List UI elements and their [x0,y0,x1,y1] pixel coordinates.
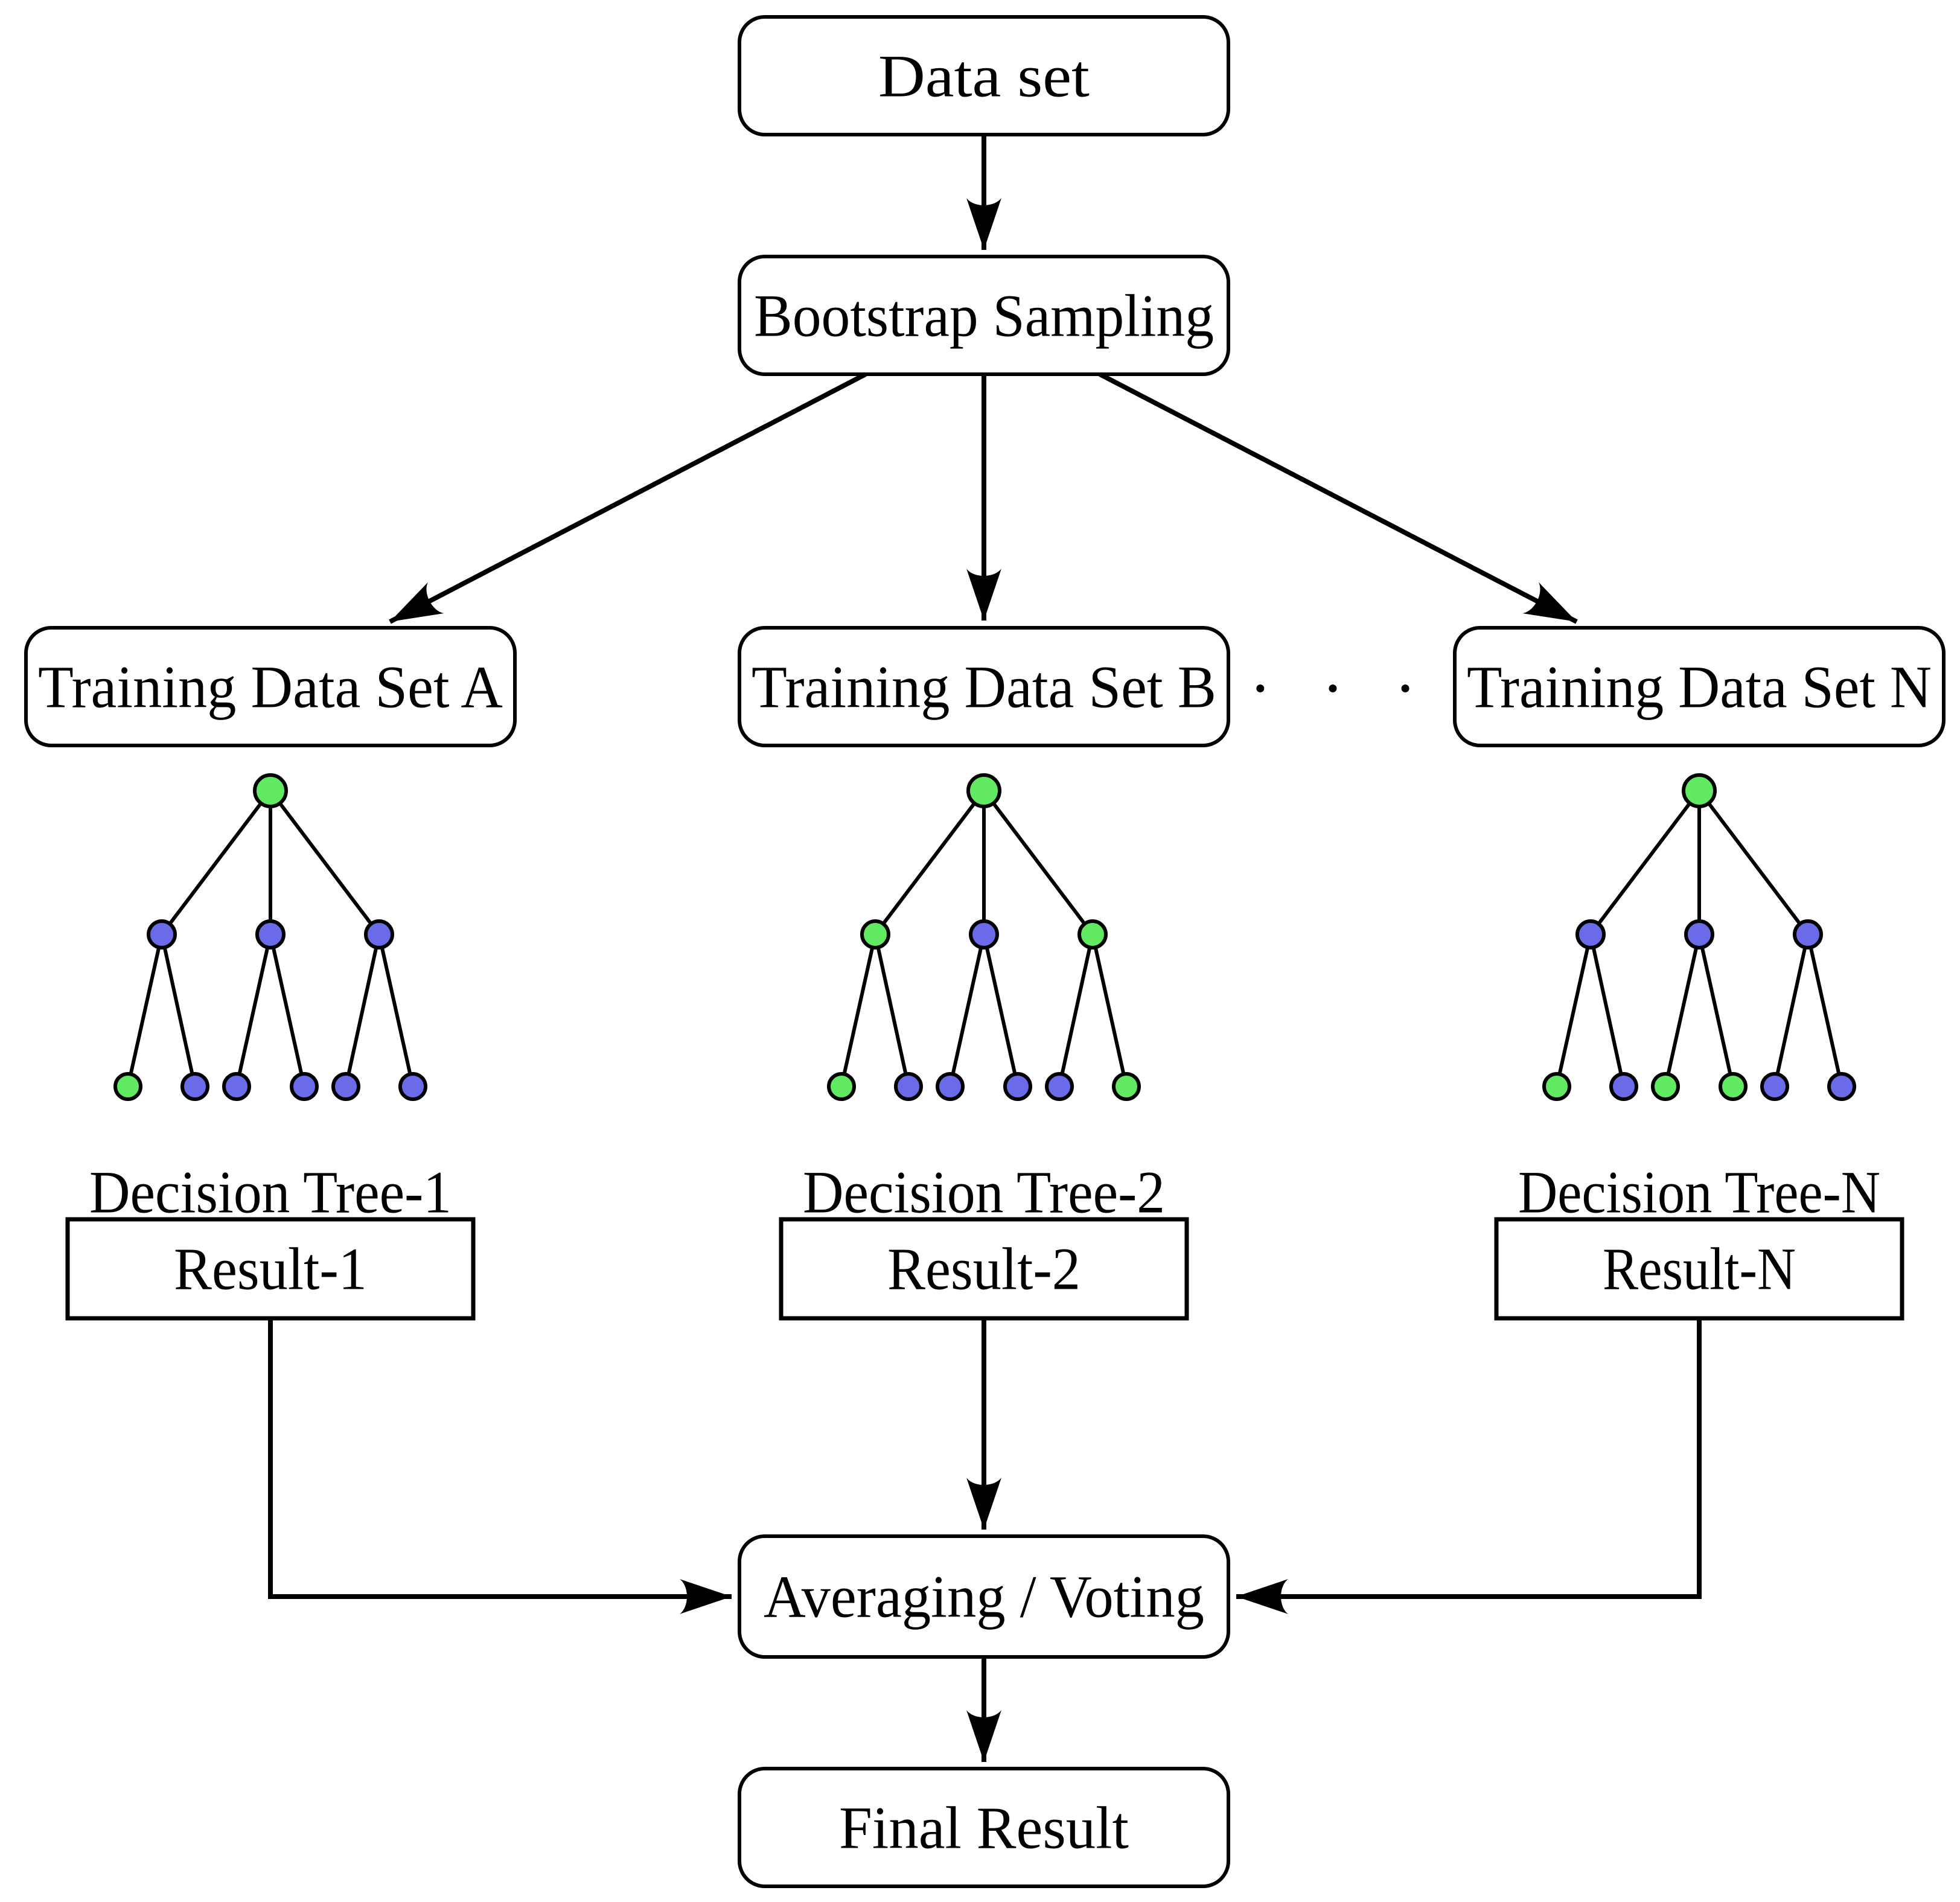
tree-leaf-node [827,1072,856,1101]
tree-edge [344,934,381,1087]
arrow-bootstrap-to-training-a [389,372,867,624]
tree-leaf-node [1112,1072,1141,1101]
result-2-label: Result-2 [887,1236,1081,1303]
result-n-box [1494,1217,1904,1321]
tree-leaf-node [113,1072,142,1101]
result-1-label: Result-1 [174,1236,367,1303]
bootstrap-sampling-label: Bootstrap Sampling [754,282,1214,349]
tree-edge [873,790,986,936]
tree-edge [126,934,164,1087]
tree-edge [1806,934,1843,1087]
result-1-box [65,1217,476,1321]
averaging-voting-label: Averaging / Voting [764,1563,1204,1630]
tree-edge [377,934,415,1087]
tree-leaf-node [1651,1072,1680,1101]
tree-edge [160,934,197,1087]
ellipsis-label: · · · [1250,651,1434,725]
tree-mid-node [1077,919,1108,949]
tree-mid-node [147,919,177,949]
arrow-result1-to-averaging [268,1318,732,1614]
tree-leaf-node [398,1072,427,1101]
training-set-n-label: Training Data Set N [1467,654,1932,721]
tree-edge [982,934,1020,1087]
tree-edge [160,790,272,936]
arrow-resultn-to-averaging [1236,1318,1702,1614]
tree-leaf-node [1045,1072,1074,1101]
arrow-bootstrap-to-training-n [1099,372,1578,624]
tree-leaf-node [936,1072,965,1101]
tree-mid-node [364,919,394,949]
column-b: Training Data Set B Decision Tree-2 Resu… [738,626,1230,1321]
decision-tree-2-label: Decision Tree-2 [803,1159,1165,1226]
tree-leaf-node [1609,1072,1638,1101]
tree-mid-node [969,919,999,949]
tree-leaf-node [1003,1072,1032,1101]
tree-edge [269,790,381,936]
tree-leaf-node [222,1072,251,1101]
tree-mid-node [860,919,890,949]
tree-edge [1664,934,1701,1087]
final-result-box [738,1767,1230,1888]
decision-tree-n [1542,773,1856,1101]
dataset-label: Data set [878,43,1090,110]
decision-tree-2 [827,773,1141,1101]
tree-edge [1697,934,1735,1087]
tree-leaf-node [894,1072,923,1101]
training-set-n-box [1453,626,1946,747]
tree-root-node [1682,773,1717,808]
tree-leaf-node [331,1072,360,1101]
tree-edge [873,934,910,1087]
training-set-b-box [738,626,1230,747]
decision-tree-1-label: Decision Tree-1 [89,1159,452,1226]
tree-mid-node [1575,919,1606,949]
tree-leaf-node [180,1072,209,1101]
decision-tree-1 [113,773,427,1101]
tree-edge [269,934,306,1087]
tree-edge [1555,934,1592,1087]
training-set-a-box [24,626,517,747]
tree-edge [1091,934,1128,1087]
tree-mid-node [1684,919,1714,949]
tree-edge [840,934,877,1087]
result-n-label: Result-N [1603,1236,1796,1303]
final-result-label: Final Result [839,1795,1129,1862]
tree-edge [1589,934,1626,1087]
tree-edge [1058,934,1094,1087]
tree-edge [948,934,986,1087]
tree-leaf-node [1719,1072,1748,1101]
tree-mid-node [1793,919,1823,949]
tree-mid-node [255,919,286,949]
tree-edge [235,934,272,1087]
tree-edge [982,790,1094,936]
training-set-b-label: Training Data Set B [752,654,1216,721]
decision-tree-n-label: Decision Tree-N [1518,1159,1880,1226]
tree-root-node [253,773,288,808]
tree-leaf-node [1760,1072,1789,1101]
tree-leaf-node [1542,1072,1571,1101]
tree-leaf-node [1827,1072,1856,1101]
result-2-box [779,1217,1189,1321]
tree-root-node [966,773,1001,808]
tree-edge [1773,934,1810,1087]
tree-edge [1697,790,1810,936]
column-a: Training Data Set A Decision Tree-1 Resu… [24,626,517,1321]
training-set-a-label: Training Data Set A [38,654,503,721]
tree-leaf-node [290,1072,319,1101]
column-n: Training Data Set N Decision Tree-N Resu… [1453,626,1946,1321]
tree-edge [1589,790,1701,936]
